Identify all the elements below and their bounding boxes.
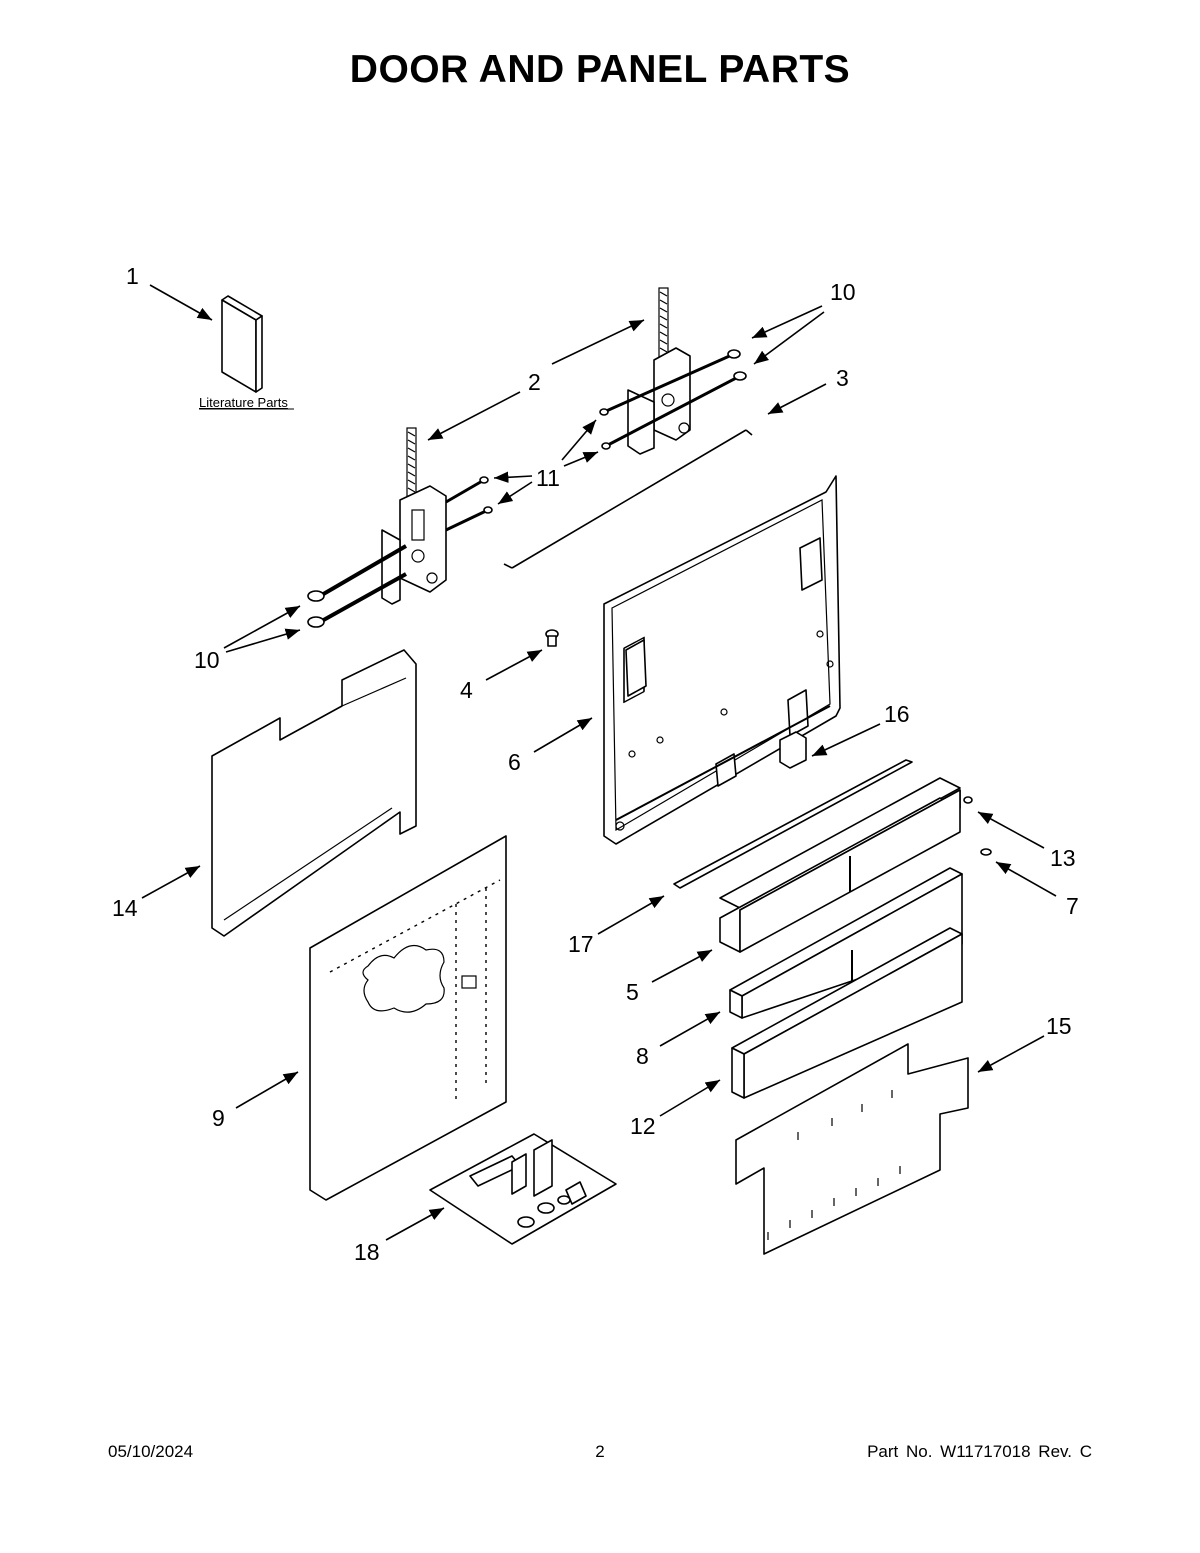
callout-4: 4 bbox=[460, 677, 473, 703]
footer-date: 05/10/2024 bbox=[108, 1442, 194, 1461]
footer-part-number: Part No. W11717018 Rev. C bbox=[867, 1442, 1092, 1461]
inner-door-panel-part bbox=[603, 475, 841, 845]
callout-1: 1 bbox=[126, 263, 139, 289]
hardware-kit-part bbox=[429, 1133, 617, 1245]
latch-bracket-part bbox=[779, 731, 807, 769]
callout-18: 18 bbox=[354, 1239, 380, 1265]
callout-6: 6 bbox=[508, 749, 521, 775]
callout-10-left: 10 bbox=[194, 647, 220, 673]
callout-3: 3 bbox=[836, 365, 849, 391]
callout-5: 5 bbox=[626, 979, 639, 1005]
panel-screw-13-part bbox=[963, 796, 973, 804]
left-hinge-screw-pair-part bbox=[307, 590, 325, 628]
upper-insulation-pad-part bbox=[211, 649, 417, 937]
left-small-screw-pair-part bbox=[479, 476, 493, 514]
callout-14: 14 bbox=[112, 895, 138, 921]
right-hinge-assembly-part bbox=[599, 287, 747, 455]
panel-screw-7-part bbox=[980, 848, 992, 856]
lower-insulation-pad-part bbox=[735, 1043, 969, 1255]
callout-15: 15 bbox=[1046, 1013, 1072, 1039]
leader-arrows bbox=[141, 284, 1057, 1241]
door-rod-part bbox=[503, 429, 753, 569]
callout-12: 12 bbox=[630, 1113, 656, 1139]
literature-booklet-part bbox=[221, 295, 263, 393]
callout-2: 2 bbox=[528, 369, 541, 395]
callout-9: 9 bbox=[212, 1105, 225, 1131]
kick-plate-part bbox=[731, 927, 963, 1099]
toe-panel-bracket-part bbox=[719, 777, 961, 953]
outer-door-panel-part bbox=[309, 835, 507, 1201]
door-stud-part bbox=[545, 629, 559, 647]
callout-11: 11 bbox=[536, 465, 560, 491]
footer-page-number: 2 bbox=[595, 1442, 605, 1461]
toe-panel-part bbox=[729, 867, 963, 1019]
literature-parts-label: Literature Parts bbox=[199, 395, 288, 410]
callout-17: 17 bbox=[568, 931, 594, 957]
callout-16: 16 bbox=[884, 701, 910, 727]
left-hinge-assembly-part bbox=[318, 427, 489, 624]
door-trim-strip-part bbox=[673, 759, 913, 889]
callout-7: 7 bbox=[1066, 893, 1079, 919]
callout-13: 13 bbox=[1050, 845, 1076, 871]
page-title: DOOR AND PANEL PARTS bbox=[349, 48, 851, 91]
callout-10-top: 10 bbox=[830, 279, 856, 305]
callout-8: 8 bbox=[636, 1043, 649, 1069]
